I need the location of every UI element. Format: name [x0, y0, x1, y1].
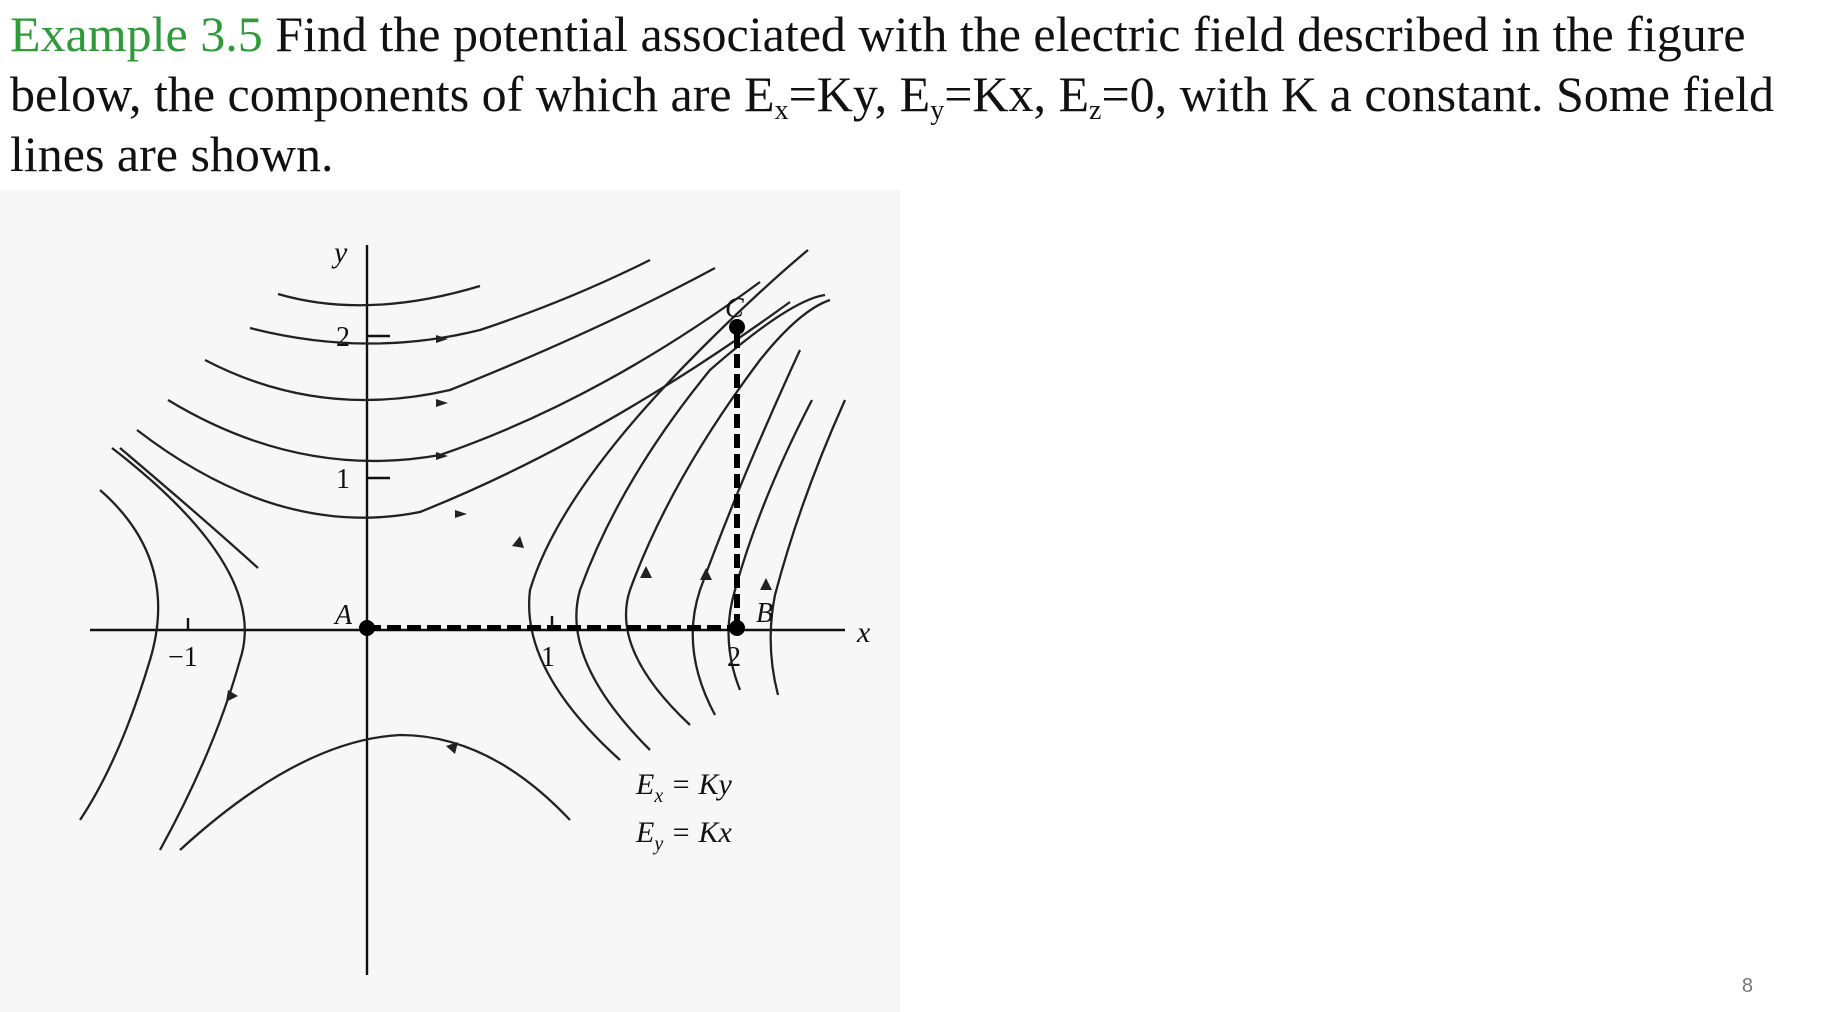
- field-line: [528, 249, 809, 761]
- field-lines-left: [79, 447, 246, 851]
- field-arrows: [226, 335, 772, 754]
- field-line: [575, 293, 826, 751]
- field-line: [249, 258, 651, 345]
- field-line: [111, 447, 246, 851]
- point-b: [729, 620, 745, 636]
- field-line: [691, 349, 802, 716]
- point-c: [729, 319, 745, 335]
- example-label: Example 3.5: [10, 6, 263, 62]
- x-tick-label-1: 1: [541, 642, 555, 673]
- field-lines-upper: [119, 258, 791, 569]
- page-number: 8: [1741, 975, 1753, 997]
- field-line: [277, 284, 481, 307]
- field-equation-ey: Ey = Kx: [635, 816, 732, 855]
- field-line: [136, 301, 791, 519]
- field-line: [79, 489, 160, 821]
- statement-text-3: =Kx, E: [944, 66, 1090, 122]
- statement-text-1: Find the potential associated with the e…: [10, 6, 1746, 122]
- field-line: [769, 399, 847, 696]
- field-line: [624, 298, 831, 726]
- statement-text-2: =Ky, E: [788, 66, 931, 122]
- arrowhead: [640, 566, 652, 578]
- field-line: [204, 266, 716, 402]
- arrowhead: [760, 578, 772, 590]
- x-tick-label-neg1: −1: [168, 642, 198, 673]
- point-c-label: C: [725, 293, 744, 324]
- arrowhead: [446, 742, 458, 754]
- y-tick-label-1: 1: [336, 464, 350, 495]
- subscript-z: z: [1089, 95, 1102, 126]
- arrowhead: [436, 452, 448, 460]
- problem-statement: Example 3.5 Find the potential associate…: [10, 4, 1840, 184]
- field-line-diagram: A B C x y −1 1 2 1 2 Ex = Ky Ey = Kx: [79, 236, 871, 975]
- arrowhead: [436, 399, 448, 407]
- statement-text-4: =0, with K a constant. Some field lines …: [10, 66, 1775, 182]
- arrowhead: [512, 536, 524, 548]
- point-a-label: A: [333, 600, 353, 631]
- x-tick-label-2: 2: [727, 642, 741, 673]
- arrowhead: [700, 568, 712, 580]
- point-b-label: B: [756, 598, 773, 629]
- arrowhead: [436, 335, 448, 343]
- field-line: [179, 733, 571, 851]
- subscript-y: y: [930, 95, 945, 126]
- arrowhead: [226, 690, 238, 702]
- field-equation-ex: Ex = Ky: [635, 768, 732, 807]
- field-lines-lower: [179, 733, 571, 851]
- y-tick-label-2: 2: [336, 322, 350, 353]
- y-axis-label: y: [331, 236, 348, 269]
- field-line: [119, 447, 259, 569]
- field-line-figure: A B C x y −1 1 2 1 2 Ex = Ky Ey = Kx: [0, 190, 900, 1012]
- point-a: [359, 620, 375, 636]
- arrowhead: [455, 510, 467, 518]
- x-axis-label: x: [856, 616, 871, 649]
- field-line: [167, 281, 761, 463]
- subscript-x: x: [774, 95, 789, 126]
- field-lines-right: [528, 249, 847, 761]
